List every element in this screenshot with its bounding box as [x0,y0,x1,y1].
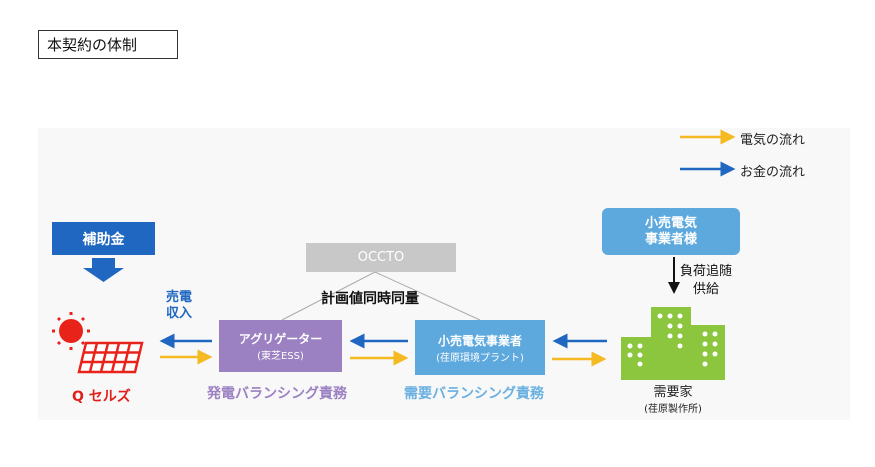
aggregator-box: アグリゲーター (東芝ESS) [219,320,342,372]
retailer-name: 小売電気事業者 [437,333,522,348]
page-title: 本契約の体制 [38,30,178,59]
aggregator-name: アグリゲーター [238,332,323,346]
sales-income-line: 売電 [166,290,193,305]
building-icon [621,307,725,380]
legend-money-label: お金の流れ [740,165,806,180]
plan-label: 計画値同時同量 [321,291,419,307]
consumer-name: 需要家 [653,385,693,400]
sun-icon [52,312,90,350]
retailer-sub: (荏原環境プラント) [436,352,524,364]
retailer-customer-line: 小売電気 [644,215,697,231]
occto-box: OCCTO [306,243,456,272]
aggregator-duty: 発電バランシング責務 [207,386,347,402]
subsidy-label: 補助金 [82,231,125,248]
load-follow-line: 負荷追随 [680,264,733,279]
retailer-customer-line: 事業者様 [644,231,697,247]
solar-panel-icon [77,341,144,374]
sales-income-line: 収入 [166,306,193,321]
retailer-duty: 需要バランシング責務 [404,386,544,402]
qcells-label: Q セルズ [72,389,131,405]
consumer-label: 需要家 (荏原製作所) [620,381,726,415]
retailer-box: 小売電気事業者 (荏原環境プラント) [415,320,545,375]
sales-income-label: 売電収入 [166,290,192,322]
load-follow-line: 供給 [693,282,720,297]
subsidy-box: 補助金 [52,222,155,255]
consumer-sub: (荏原製作所) [644,404,702,415]
occto-label: OCCTO [357,250,405,265]
aggregator-sub: (東芝ESS) [257,351,304,362]
legend-electricity-label: 電気の流れ [740,133,806,148]
load-follow-label: 負荷追随供給 [680,263,732,299]
subsidy-down-arrow [83,258,124,282]
retailer-customer-box: 小売電気事業者様 [602,208,740,255]
